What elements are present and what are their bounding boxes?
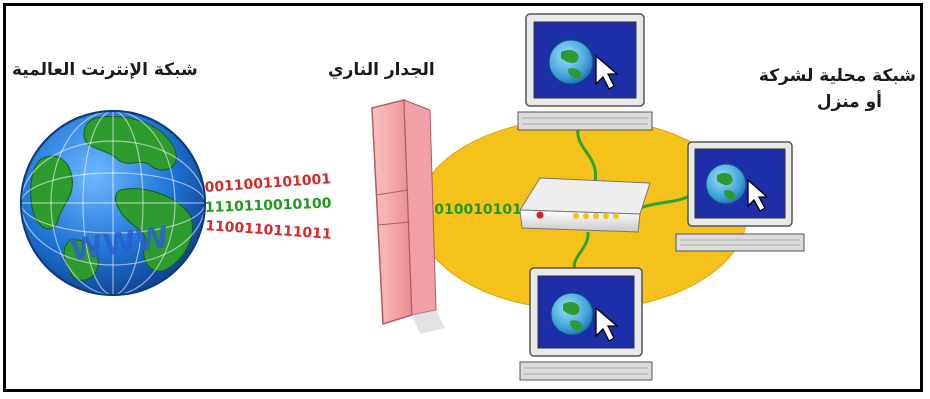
binary-green-lan: 111010010101 <box>405 202 522 218</box>
diagram-border <box>3 3 923 392</box>
binary-red-bottom: 1100110111011 <box>205 218 332 243</box>
label-lan-line1: شبكة محلية لشركة <box>758 66 916 86</box>
label-internet: شبكة الإنترنت العالمية <box>12 60 198 80</box>
label-firewall: الجدار الناري <box>328 60 435 80</box>
globe-icon <box>20 110 206 296</box>
computer-top <box>517 13 653 131</box>
router-icon <box>519 177 651 233</box>
computer-right <box>675 141 805 252</box>
binary-green-mid: 1110110010100 <box>205 196 332 216</box>
label-lan-line2: أو منزل <box>816 92 882 112</box>
firewall-icon <box>371 99 445 334</box>
computer-bottom <box>519 267 653 381</box>
binary-red-top: 0011001101001 <box>204 171 331 196</box>
